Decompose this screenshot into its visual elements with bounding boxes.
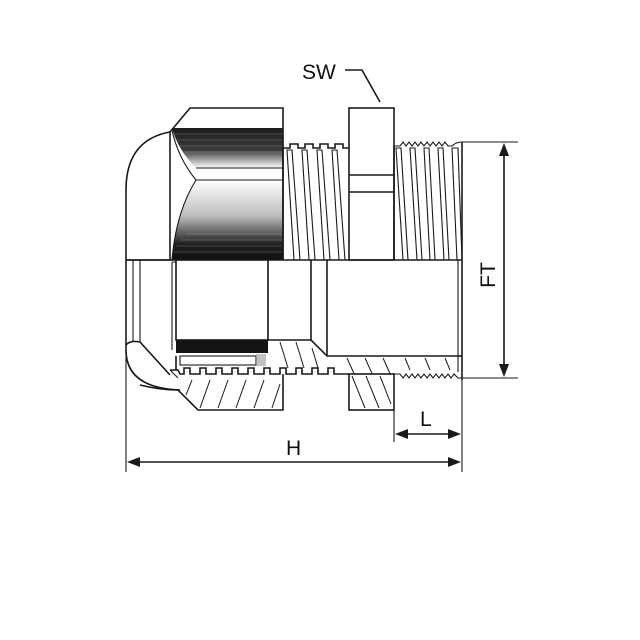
- h-label: H: [286, 437, 301, 460]
- lower-section: [139, 259, 462, 411]
- ft-label: FT: [477, 262, 500, 288]
- upper-thread-left: [282, 143, 349, 261]
- knurl-lines: [174, 133, 283, 253]
- sw-dimension: SW: [302, 61, 381, 103]
- ft-dimension: FT: [462, 141, 518, 379]
- body-hatching: [279, 341, 451, 379]
- h-dimension: H: [125, 350, 463, 472]
- upper-thread-right: [393, 141, 463, 380]
- sealing-nut: [169, 107, 284, 261]
- l-label: L: [420, 408, 432, 431]
- l-dimension: L: [393, 408, 461, 442]
- sw-label: SW: [302, 61, 336, 84]
- hex-body: [348, 107, 395, 261]
